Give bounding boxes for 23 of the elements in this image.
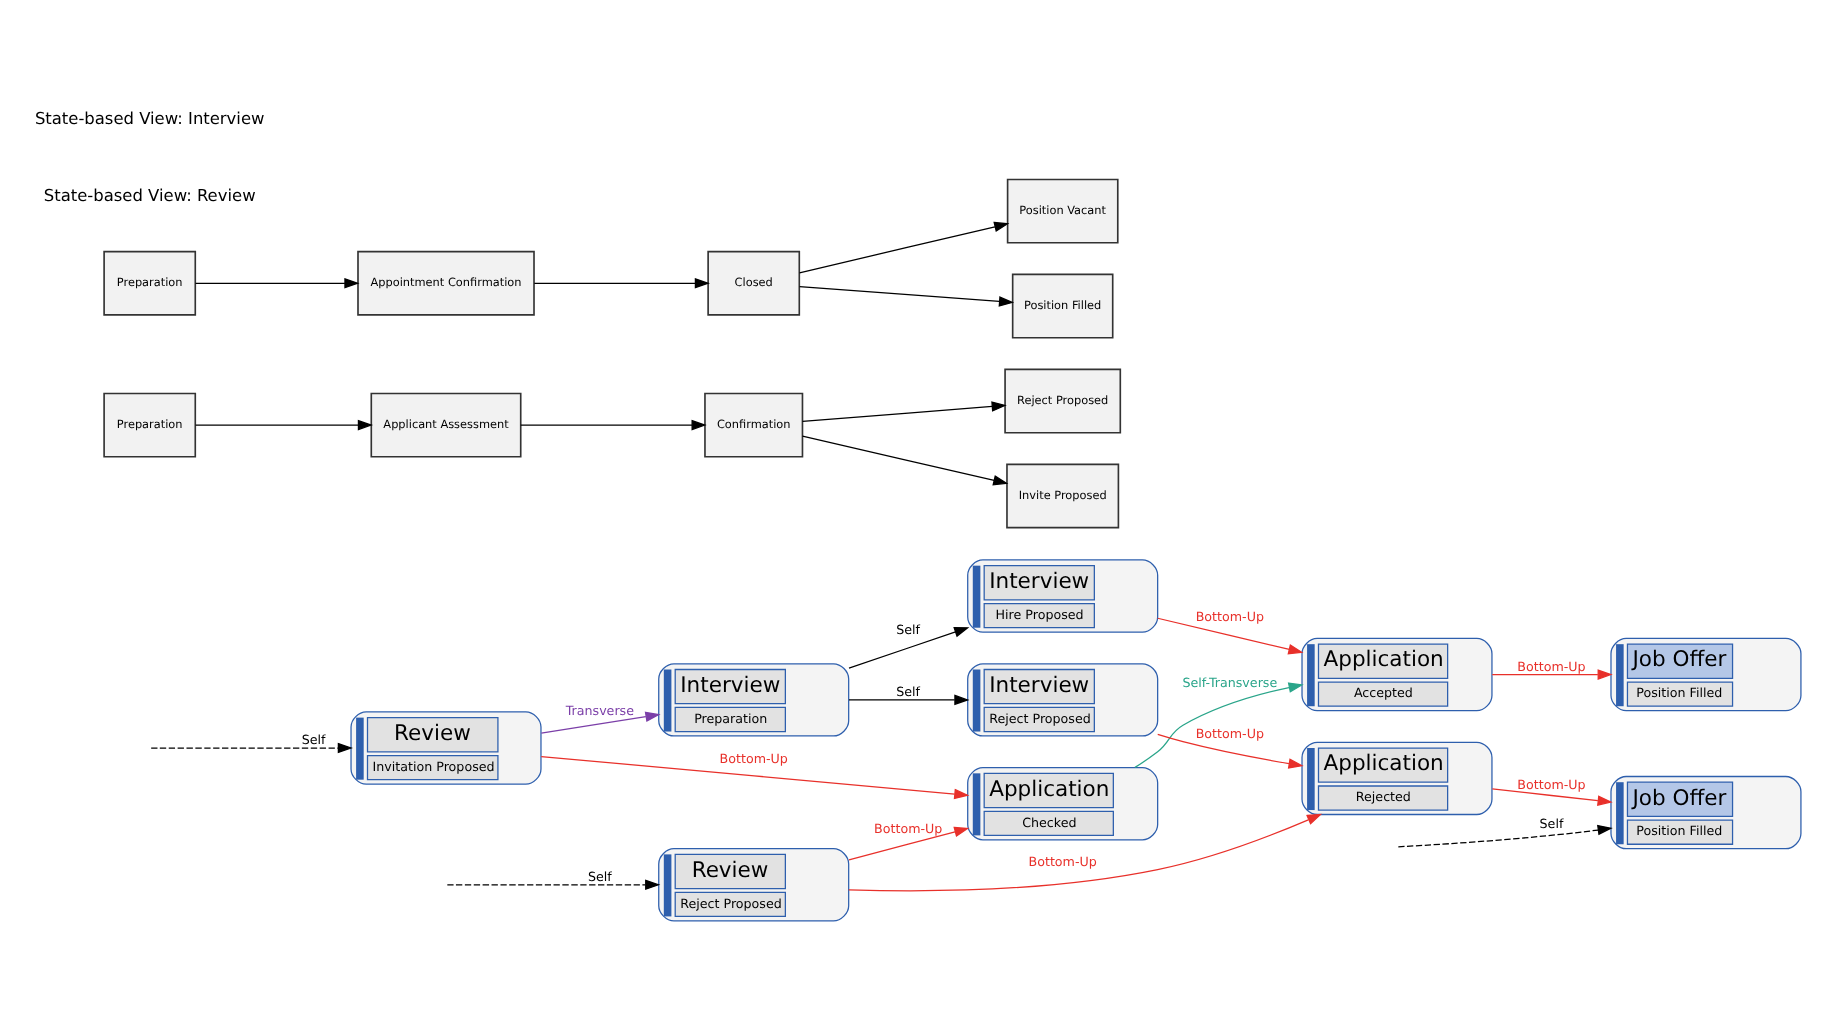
arrow [847,826,969,861]
arrow [800,435,1008,486]
arrow [539,711,660,734]
arrow [539,755,969,800]
arrow [797,285,1014,307]
arrow [1156,733,1303,769]
arrow [800,401,1006,422]
arrow [532,277,709,289]
label: State-based View: Interview [33,108,264,129]
arrow [193,277,359,289]
arrow [847,627,969,669]
label: State-based View: Review [42,185,255,206]
arrow [1156,617,1303,655]
arrow [847,694,969,706]
arrow [797,221,1009,274]
arrow [445,879,660,891]
arrow [519,419,706,431]
arrow [193,419,372,431]
arrow [1490,669,1612,680]
arrow [1396,824,1612,848]
arrow [1490,788,1612,806]
arrow [149,742,352,754]
arrow [1133,682,1303,769]
